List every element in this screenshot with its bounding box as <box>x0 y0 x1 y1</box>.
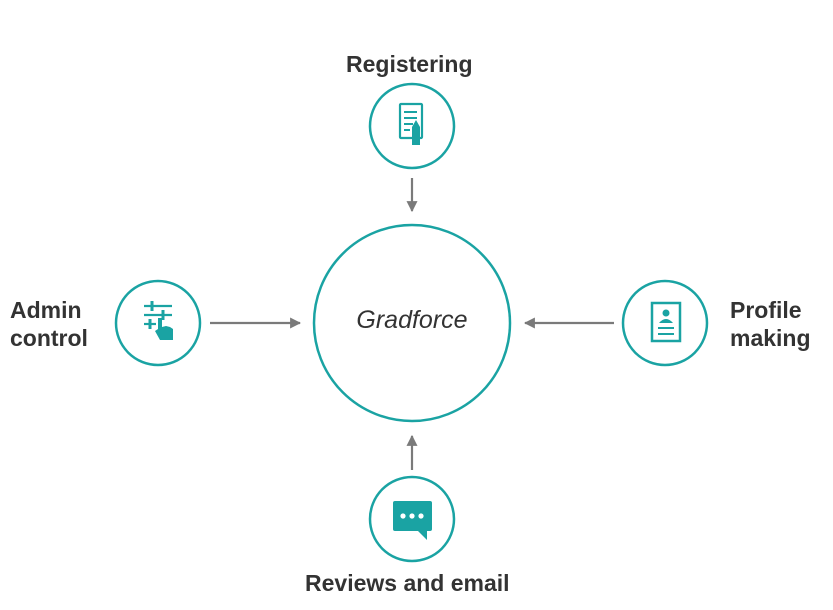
chat-bubble-icon <box>393 501 432 540</box>
gradforce-circle <box>312 223 512 423</box>
admin-control-node <box>114 279 202 367</box>
admin-control-line2: control <box>10 325 88 351</box>
id-card-icon <box>650 301 682 343</box>
profile-making-line2: making <box>730 325 811 351</box>
admin-control-label: Admin control <box>10 296 88 352</box>
reviews-email-node <box>368 475 456 563</box>
profile-making-label: Profile making <box>730 296 811 352</box>
sliders-hand-icon <box>144 301 173 340</box>
profile-making-node <box>621 279 709 367</box>
reviews-email-label: Reviews and email <box>305 570 510 596</box>
admin-control-line1: Admin <box>10 297 82 323</box>
registering-node <box>368 82 456 170</box>
center-label: Gradforce <box>356 306 468 334</box>
profile-making-line1: Profile <box>730 297 802 323</box>
document-pencil-icon <box>398 102 424 145</box>
registering-label: Registering <box>346 51 473 77</box>
